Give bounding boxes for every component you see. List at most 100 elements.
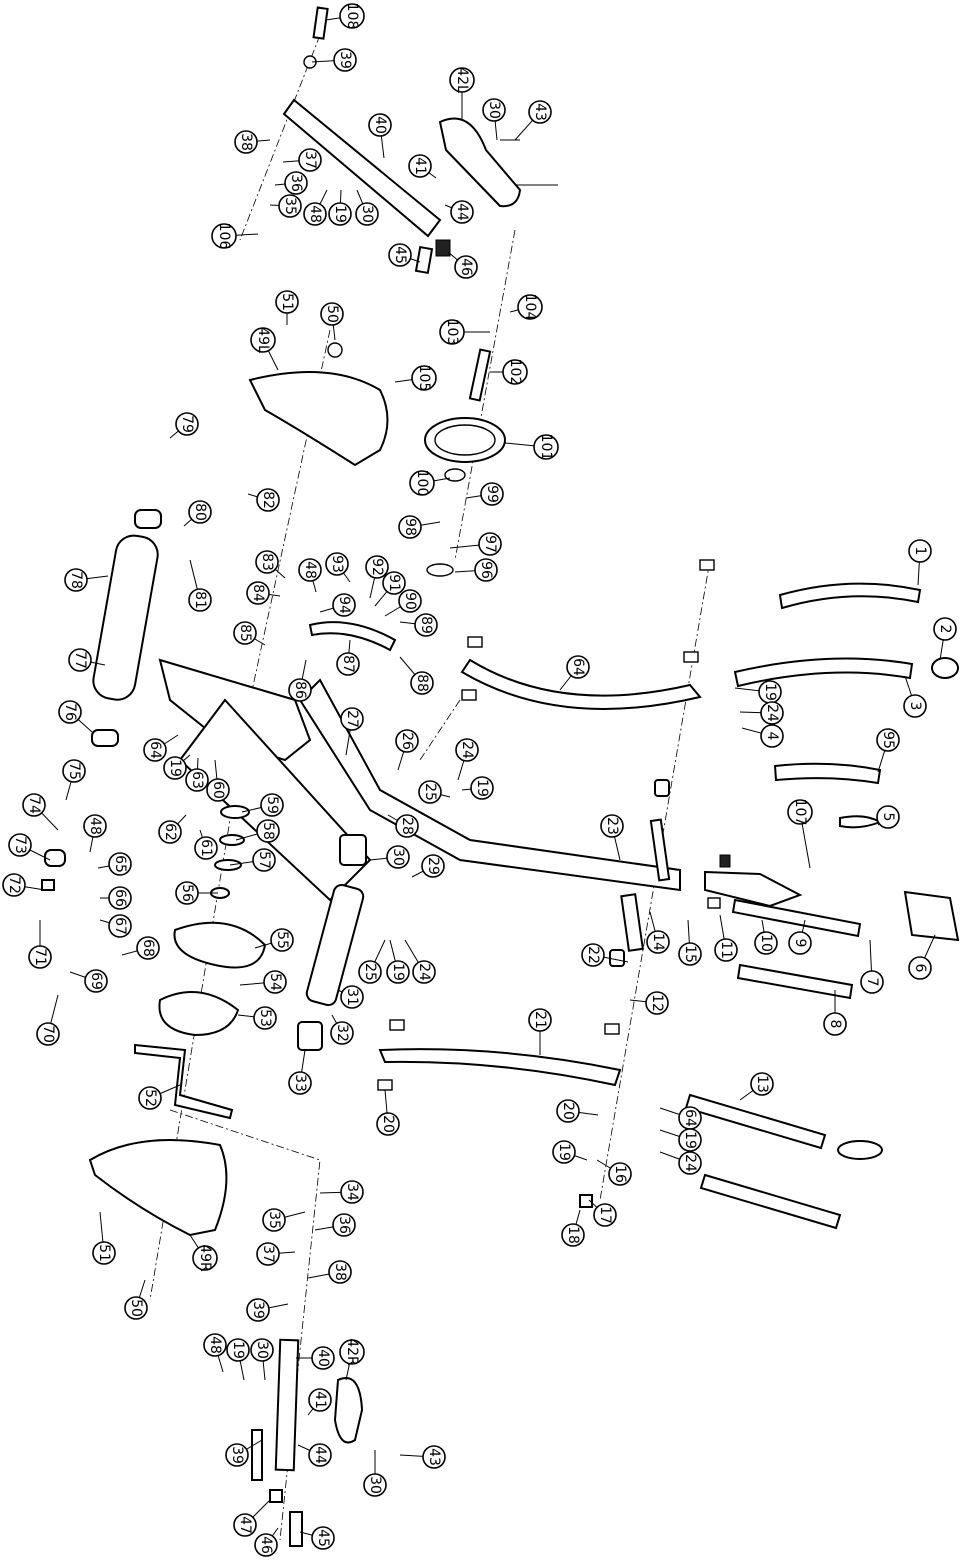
callout-23: 23 xyxy=(600,814,624,838)
callout-10: 10 xyxy=(754,931,778,955)
callout-number: 106 xyxy=(216,223,232,250)
callout-24: 24 xyxy=(412,960,436,984)
callout-43: 43 xyxy=(422,1445,446,1469)
callout-46: 46 xyxy=(454,255,478,279)
callout-32: 32 xyxy=(330,1021,354,1045)
callout-60: 60 xyxy=(206,778,230,802)
callout-number: 63 xyxy=(189,771,205,789)
callout-94: 94 xyxy=(332,593,356,617)
callout-balloon xyxy=(823,1012,847,1036)
callout-balloon xyxy=(8,833,32,857)
callout-92: 92 xyxy=(365,555,389,579)
callout-balloon xyxy=(256,488,280,512)
callout-number: 94 xyxy=(336,596,352,614)
brake-87 xyxy=(308,621,397,652)
callout-44: 44 xyxy=(308,1443,332,1467)
tube-1 xyxy=(778,582,922,610)
callout-number: 50 xyxy=(128,1299,144,1317)
callout-number: 82 xyxy=(260,491,276,509)
callout-90: 90 xyxy=(398,589,422,613)
callout-number: 80 xyxy=(192,503,208,521)
callout-balloon xyxy=(2,873,26,897)
callout-balloon xyxy=(225,1443,249,1467)
callout-balloon xyxy=(382,571,406,595)
callout-33: 33 xyxy=(288,1071,312,1095)
callout-number: 35 xyxy=(282,197,298,215)
callout-98: 98 xyxy=(398,515,422,539)
callout-17: 17 xyxy=(593,1203,617,1227)
callout-13: 13 xyxy=(750,1072,774,1096)
parts-artwork xyxy=(41,6,960,1547)
callout-balloon xyxy=(68,648,92,672)
callout-70: 70 xyxy=(36,1022,60,1046)
callout-26: 26 xyxy=(395,729,419,753)
callout-97: 97 xyxy=(478,532,502,556)
stabiliser-95 xyxy=(460,658,702,710)
callout-number: 36 xyxy=(336,1216,352,1234)
callout-number: 52 xyxy=(142,1089,158,1107)
callout-4: 4 xyxy=(760,724,784,748)
callout-19: 19 xyxy=(226,1338,250,1362)
callout-22: 22 xyxy=(581,943,605,967)
callout-balloon xyxy=(528,1008,552,1032)
callout-balloon xyxy=(194,836,218,860)
callout-balloon xyxy=(340,707,364,731)
callout-number: 25 xyxy=(422,783,438,801)
callout-79: 79 xyxy=(175,412,199,436)
callout-number: 81 xyxy=(192,591,208,609)
callout-number: 49L xyxy=(255,327,271,353)
tube-77 xyxy=(92,534,159,701)
callout-number: 77 xyxy=(72,651,88,669)
callout-number: 64 xyxy=(682,1109,698,1127)
callout-number: 20 xyxy=(560,1102,576,1120)
callout-balloon xyxy=(908,956,932,980)
callout-balloon xyxy=(646,930,670,954)
callout-balloon xyxy=(311,1346,335,1370)
callout-balloon xyxy=(760,701,784,725)
callout-86: 86 xyxy=(288,678,312,702)
callout-61: 61 xyxy=(194,836,218,860)
callout-5: 5 xyxy=(876,805,900,829)
callout-11: 11 xyxy=(714,938,738,962)
callout-42L: 42L xyxy=(449,67,475,93)
callout-balloon xyxy=(328,202,352,226)
callout-balloon xyxy=(678,1128,702,1152)
callout-64: 64 xyxy=(678,1106,702,1130)
callout-37: 37 xyxy=(298,148,322,172)
callout-number: 39 xyxy=(337,51,353,69)
callout-balloon xyxy=(787,799,813,825)
callout-balloon xyxy=(28,945,52,969)
callout-number: 7 xyxy=(864,978,880,987)
seat-post-108 xyxy=(282,6,442,238)
callout-30: 30 xyxy=(386,845,410,869)
callout-number: 19 xyxy=(230,1341,246,1359)
callout-28: 28 xyxy=(395,814,419,838)
callout-6: 6 xyxy=(908,956,932,980)
callout-number: 103 xyxy=(444,319,460,346)
callout-number: 84 xyxy=(250,584,266,602)
callout-58: 58 xyxy=(256,819,280,843)
pedal-42L xyxy=(438,117,522,208)
callout-number: 64 xyxy=(147,741,163,759)
callout-16: 16 xyxy=(608,1162,632,1186)
belt-55 xyxy=(173,921,267,969)
callout-24: 24 xyxy=(760,701,784,725)
callout-number: 22 xyxy=(585,946,601,964)
callout-69: 69 xyxy=(84,969,108,993)
callout-number: 50 xyxy=(324,305,340,323)
callout-balloon xyxy=(439,319,465,345)
callout-93: 93 xyxy=(325,552,349,576)
callout-balloon xyxy=(678,1151,702,1175)
callout-105: 105 xyxy=(411,365,437,391)
callout-48: 48 xyxy=(83,814,107,838)
callout-balloon xyxy=(593,1203,617,1227)
callout-balloon xyxy=(398,515,422,539)
callout-number: 30 xyxy=(254,1341,270,1359)
callout-balloon xyxy=(339,1339,365,1365)
callout-balloon xyxy=(263,970,287,994)
callout-number: 102 xyxy=(507,359,523,386)
callout-39: 39 xyxy=(333,48,357,72)
callout-balloon xyxy=(365,555,389,579)
callout-77: 77 xyxy=(68,648,92,672)
